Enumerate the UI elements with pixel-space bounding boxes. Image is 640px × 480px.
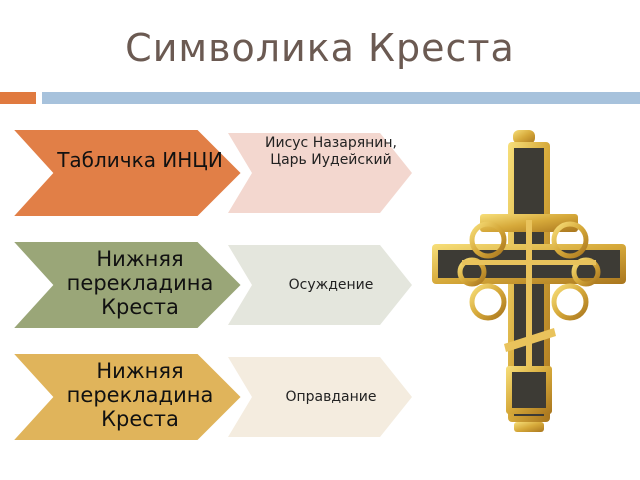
- chevron-shape: [9, 352, 412, 442]
- list-item-inci: Табличка ИНЦИ Иисус Назарянин, Царь Иуде…: [0, 123, 430, 223]
- list-item-justification: Нижняя перекладина Креста Оправдание: [0, 347, 430, 447]
- chevron-shape: [9, 128, 412, 218]
- title-accent-bar: [0, 92, 36, 104]
- list-item-judgment: Нижняя перекладина Креста Осуждение: [0, 235, 430, 335]
- cross-pendant-image: [432, 130, 626, 432]
- title-rule: [42, 92, 640, 104]
- row-main-label: Табличка ИНЦИ: [57, 148, 223, 172]
- row-sub-label: Оправдание: [285, 389, 377, 405]
- chevron-shape: [9, 240, 412, 330]
- row-main-label: Нижняя перекладина Креста: [66, 247, 214, 319]
- row-sub-label: Осуждение: [288, 277, 374, 293]
- slide-title: Символика Креста: [125, 26, 515, 70]
- row-sub-label: Иисус Назарянин, Царь Иудейский: [265, 135, 397, 168]
- row-main-label: Нижняя перекладина Креста: [66, 359, 214, 431]
